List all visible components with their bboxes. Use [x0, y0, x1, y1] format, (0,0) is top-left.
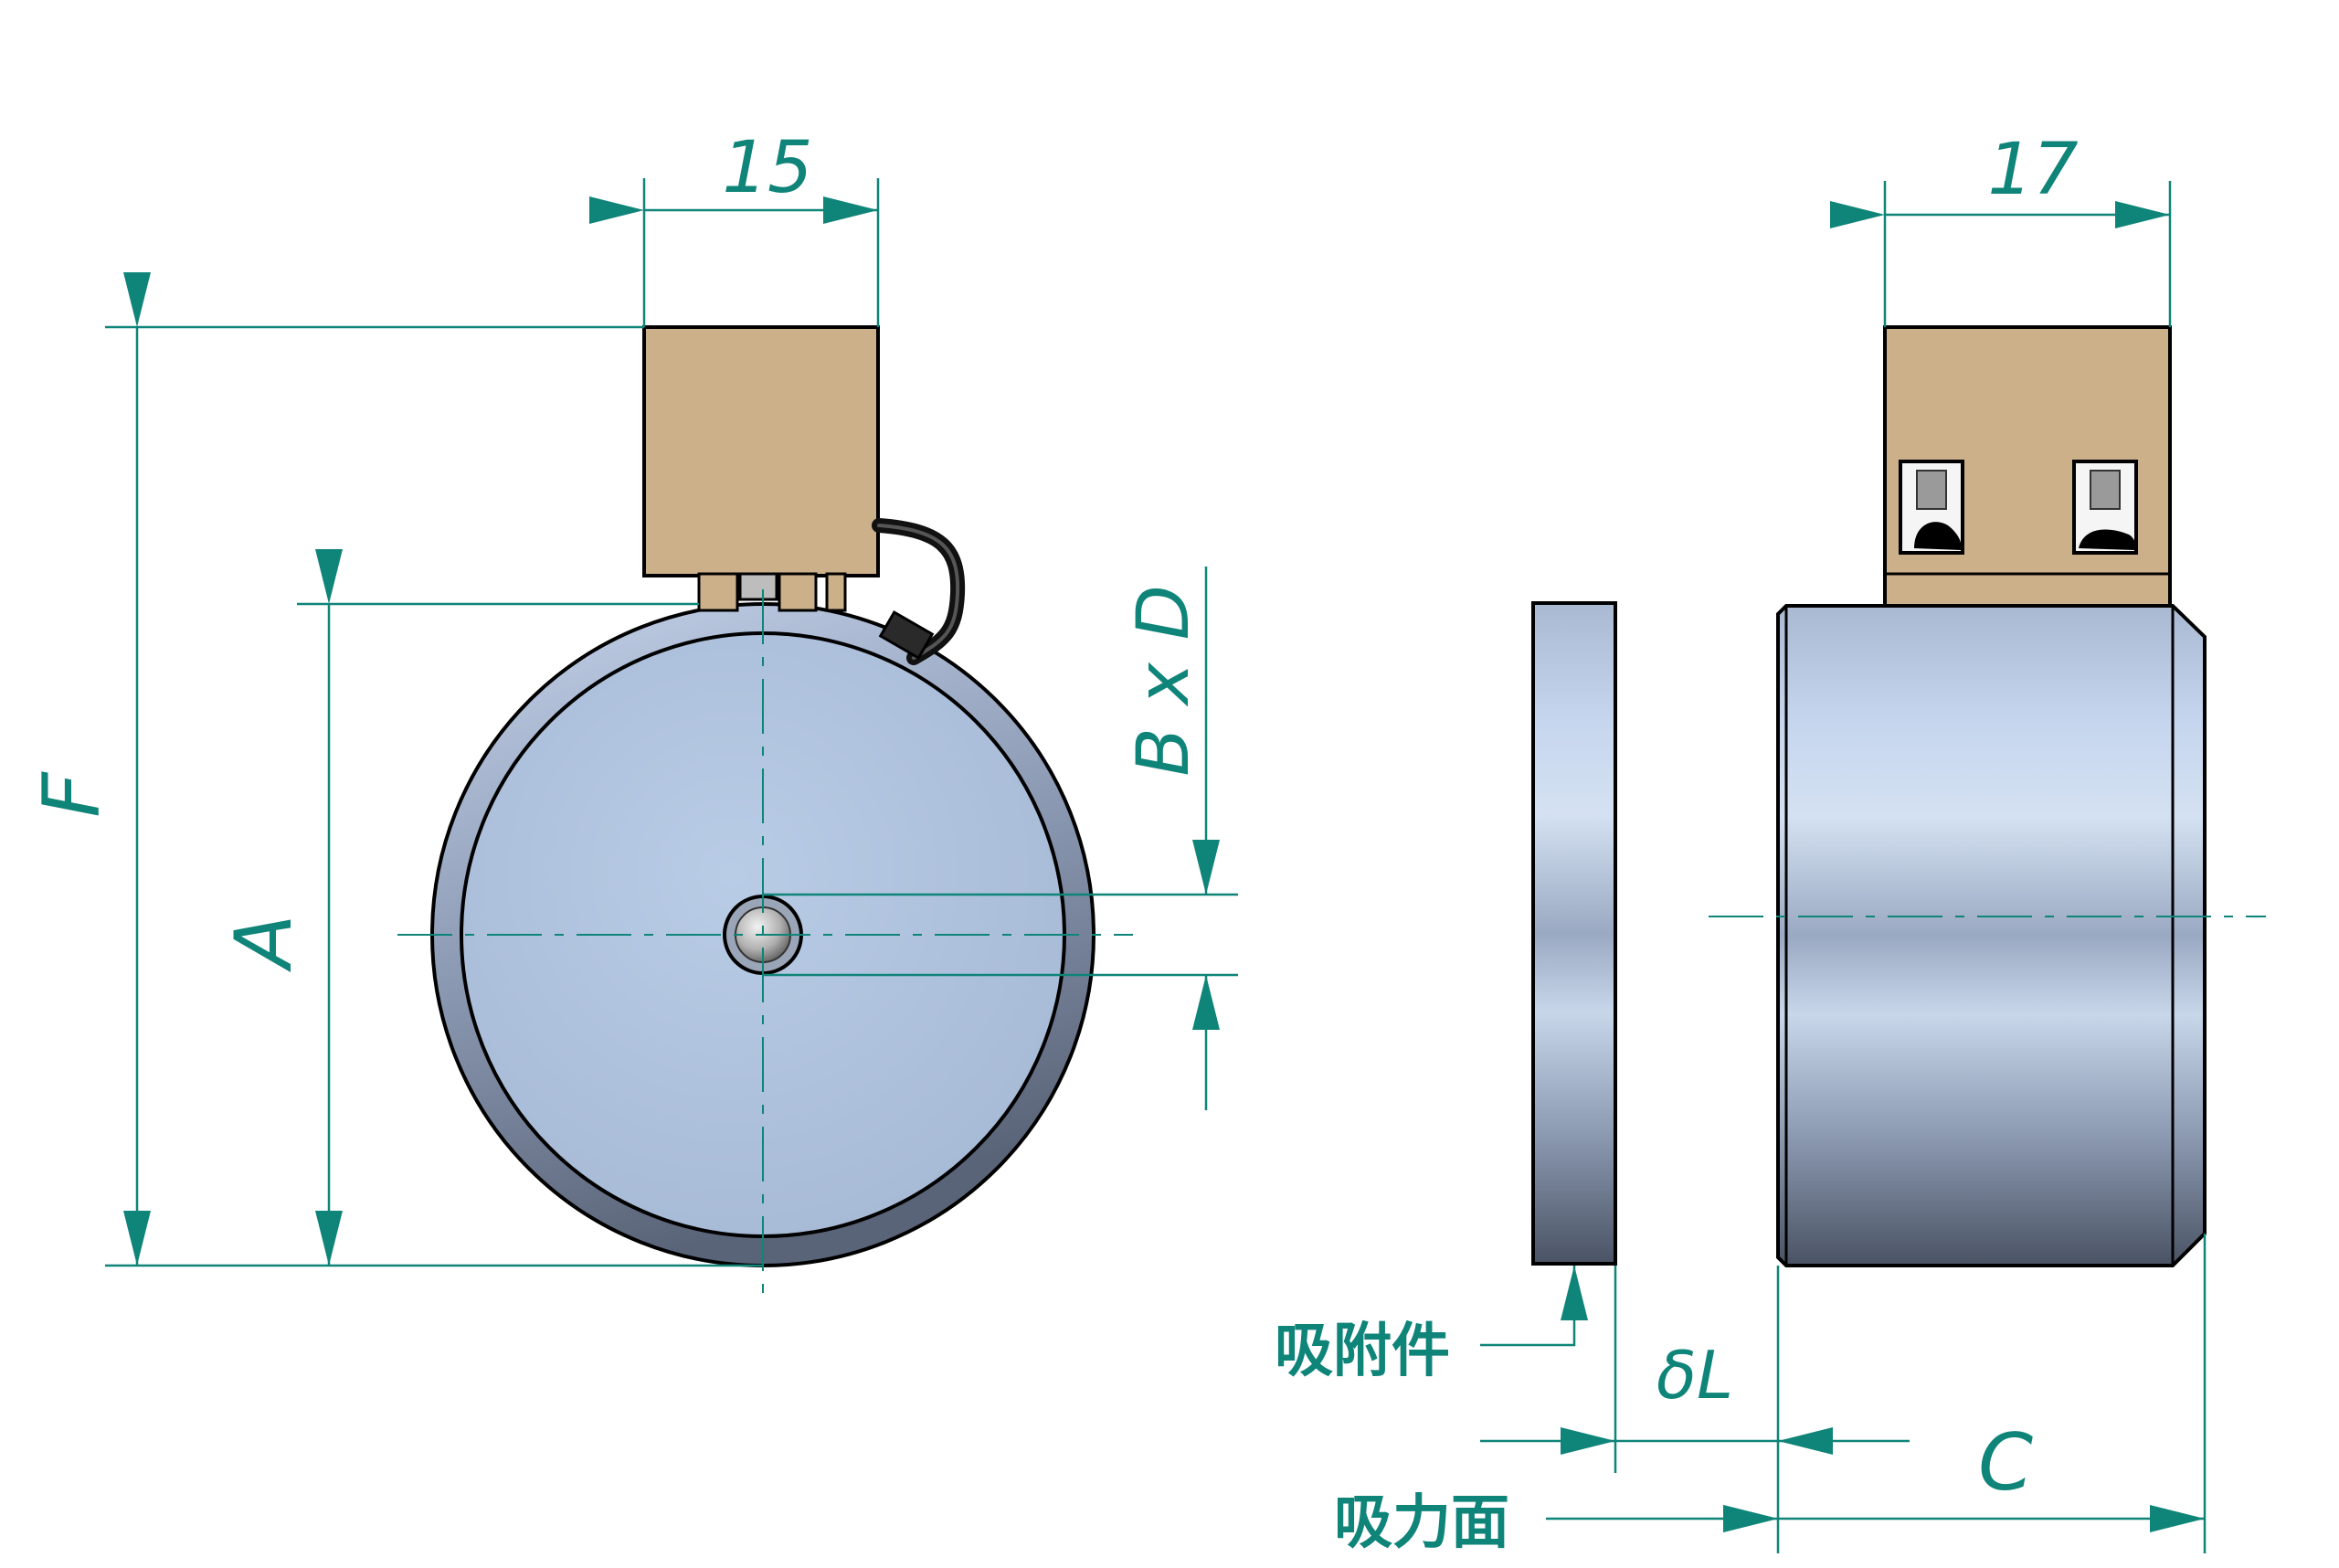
- workpiece-plate: [1531, 601, 1617, 1266]
- front-centerlines: [397, 589, 1133, 1302]
- dim-15-label: 15: [722, 127, 812, 209]
- front-view: [397, 325, 1133, 1302]
- label-workpiece: 吸附件: [1275, 1318, 1450, 1385]
- label-pole-face: 吸力面: [1334, 1489, 1509, 1557]
- magnet-body: [1776, 604, 2207, 1267]
- terminal-box-side: [1883, 325, 2172, 608]
- side-dimensions: [1480, 181, 2207, 1553]
- dim-deltaL-label: δL: [1656, 1337, 1733, 1414]
- cable: [872, 518, 966, 665]
- dim-C-label: C: [1978, 1417, 2033, 1509]
- front-dimensions: [105, 178, 1238, 1267]
- side-view: [1531, 325, 2266, 1267]
- terminal-box: [642, 325, 880, 612]
- dim-17-label: 17: [1987, 129, 2078, 211]
- dim-F-label: F: [26, 771, 118, 818]
- dim-A-label: A: [218, 915, 310, 973]
- dim-BxD-label: B x D: [1123, 585, 1205, 776]
